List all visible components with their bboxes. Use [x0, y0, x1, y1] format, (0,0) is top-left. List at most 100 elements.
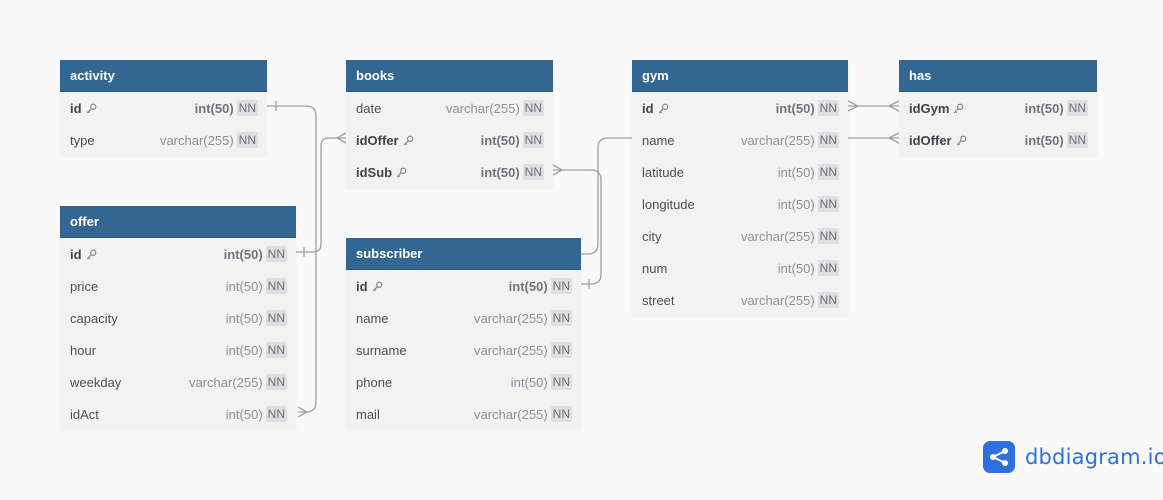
field-name: type — [70, 133, 95, 148]
field-name: idSub — [356, 165, 407, 180]
field-type: int(50) — [194, 100, 234, 116]
field-type: int(50) — [1024, 132, 1064, 148]
field-name-text: phone — [356, 374, 393, 390]
field-row-idact[interactable]: idAct int(50)NN — [60, 398, 296, 430]
not-null-badge: NN — [265, 310, 287, 326]
field-name: city — [642, 229, 662, 244]
field-type: int(50) — [480, 132, 520, 148]
not-null-badge: NN — [522, 100, 544, 116]
field-row-name[interactable]: name varchar(255)NN — [346, 302, 581, 334]
field-name: surname — [356, 343, 407, 358]
not-null-badge: NN — [236, 132, 258, 148]
field-name-text: date — [356, 100, 382, 116]
not-null-badge: NN — [550, 310, 572, 326]
field-name-text: name — [356, 310, 389, 326]
key-icon — [86, 249, 97, 260]
not-null-badge: NN — [265, 406, 287, 422]
field-name-text: hour — [70, 342, 97, 358]
table-header[interactable]: has — [899, 60, 1097, 92]
key-icon — [372, 281, 383, 292]
table-header[interactable]: books — [346, 60, 553, 92]
field-row-id[interactable]: id int(50)NN — [60, 238, 296, 270]
table-header[interactable]: gym — [632, 60, 848, 92]
key-icon — [86, 103, 97, 114]
field-type: varchar(255) — [473, 310, 548, 326]
not-null-badge: NN — [550, 278, 572, 294]
key-icon — [396, 167, 407, 178]
field-name-text: id — [70, 246, 82, 262]
not-null-badge: NN — [550, 406, 572, 422]
key-icon — [658, 103, 669, 114]
brand-text: dbdiagram.io — [1025, 445, 1163, 469]
field-row-type[interactable]: type varchar(255)NN — [60, 124, 267, 156]
field-type: int(50) — [777, 196, 815, 212]
not-null-badge: NN — [265, 374, 287, 390]
table-header[interactable]: activity — [60, 60, 267, 92]
field-name-text: id — [70, 100, 82, 116]
field-type: varchar(255) — [159, 132, 234, 148]
table-header[interactable]: subscriber — [346, 238, 581, 270]
not-null-badge: NN — [817, 260, 839, 276]
rel-offer-books — [296, 137, 346, 253]
field-name: longitude — [642, 197, 695, 212]
field-name-text: weekday — [70, 374, 122, 390]
field-type: int(50) — [225, 342, 263, 358]
table-header[interactable]: offer — [60, 206, 296, 238]
field-name-text: street — [642, 292, 675, 308]
field-name: street — [642, 293, 675, 308]
not-null-badge: NN — [265, 246, 287, 262]
field-name-text: num — [642, 260, 668, 276]
field-name: idAct — [70, 407, 99, 422]
many-end-marker — [552, 164, 564, 176]
not-null-badge: NN — [236, 100, 258, 116]
field-name: capacity — [70, 311, 118, 326]
many-end-marker — [847, 100, 860, 112]
table-activity[interactable]: activity id int(50)NN type varchar(255)NN — [60, 60, 267, 156]
field-name-text: idOffer — [356, 132, 399, 148]
field-type: int(50) — [1024, 100, 1064, 116]
key-icon — [956, 135, 967, 146]
field-type: int(50) — [223, 246, 263, 262]
field-name-text: latitude — [642, 164, 684, 180]
brand-watermark[interactable]: dbdiagram.io — [983, 441, 1163, 473]
not-null-badge: NN — [817, 132, 839, 148]
field-type: int(50) — [225, 406, 263, 422]
not-null-badge: NN — [817, 164, 839, 180]
field-type: varchar(255) — [740, 292, 815, 308]
field-name: idGym — [909, 101, 964, 116]
field-name: weekday — [70, 375, 121, 390]
field-name: id — [642, 101, 669, 116]
field-row-id[interactable]: id int(50)NN — [60, 92, 267, 124]
not-null-badge: NN — [550, 342, 572, 358]
not-null-badge: NN — [1066, 132, 1088, 148]
not-null-badge: NN — [817, 100, 839, 116]
field-name-text: id — [642, 100, 654, 116]
field-type: int(50) — [225, 278, 263, 294]
